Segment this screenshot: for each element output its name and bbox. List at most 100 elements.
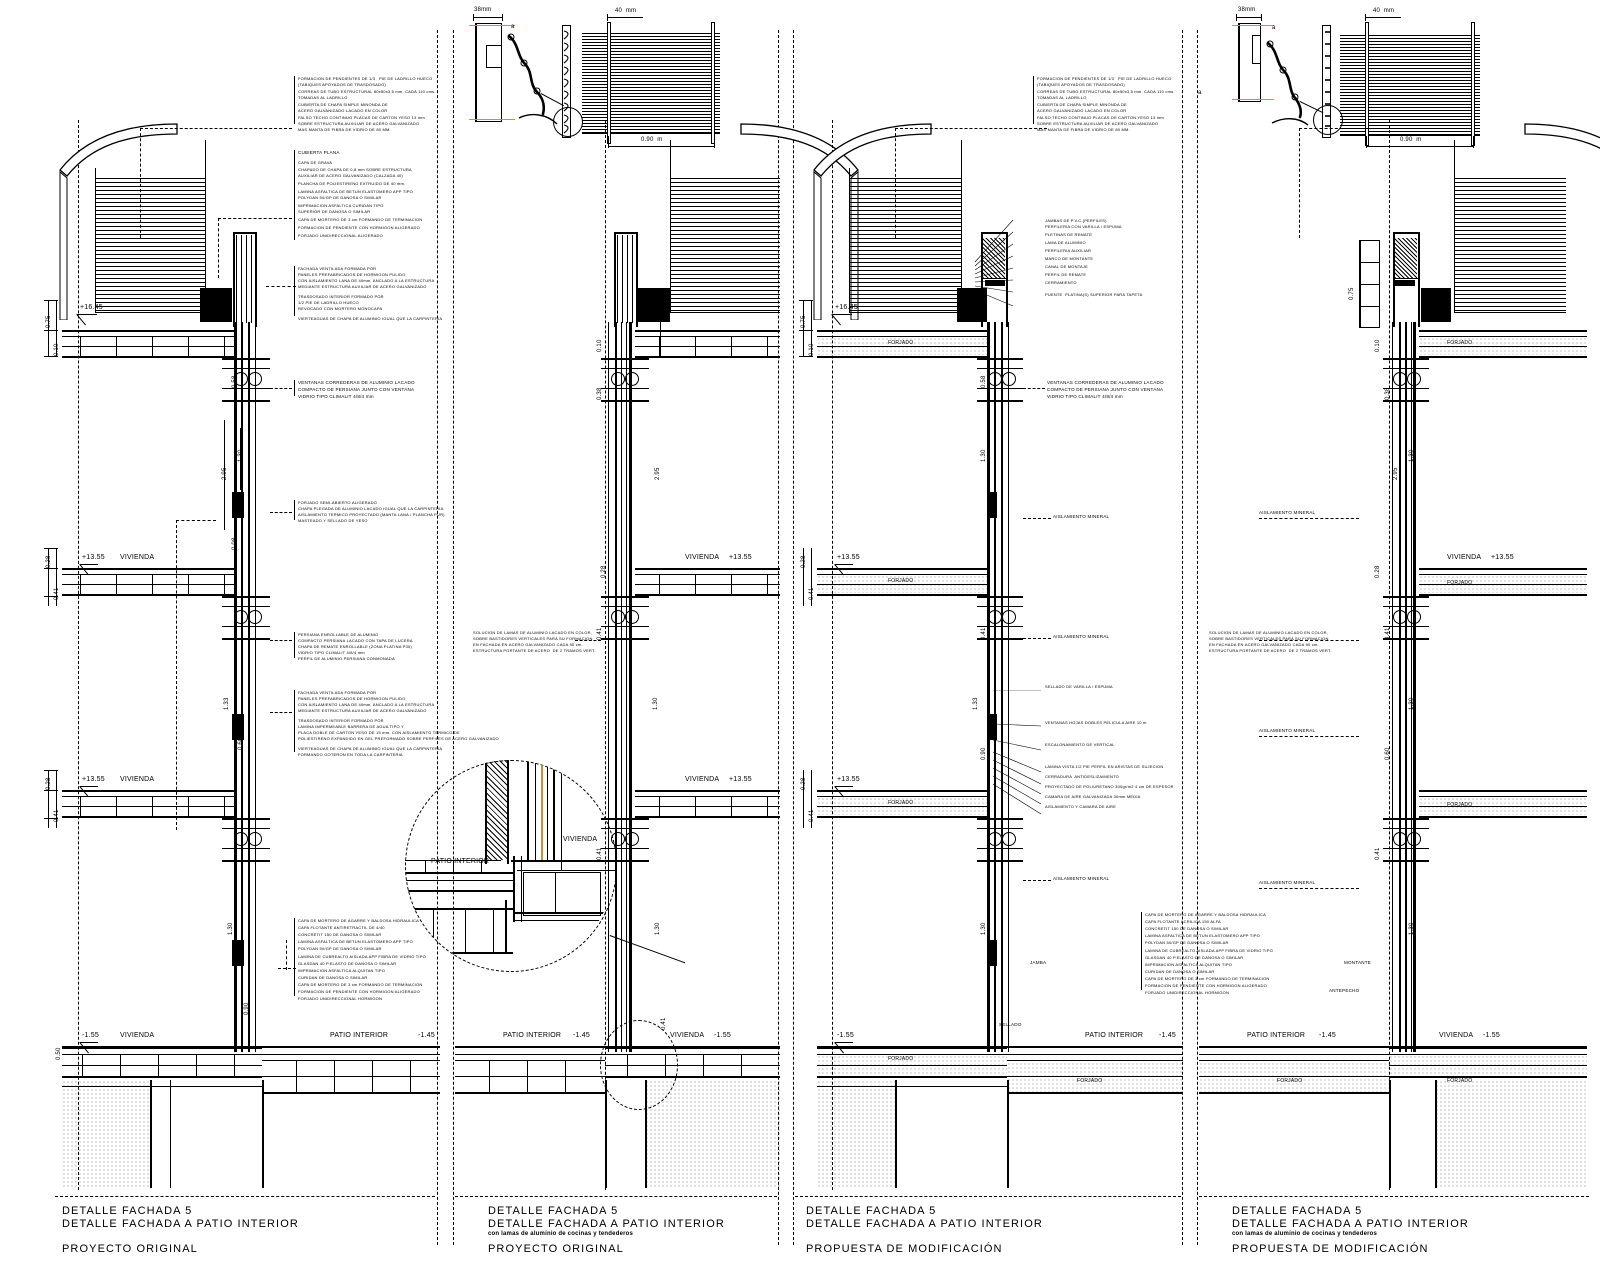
note-line: POLYDAN 50/GP DE DANOSA O SIMILAR — [298, 195, 382, 200]
panel-divider — [453, 30, 454, 1245]
window-assembly — [601, 818, 649, 862]
dimension-value: 0.75 — [1349, 287, 1355, 300]
ground-slab — [817, 1046, 1007, 1080]
note-line: 1/2 PIE DE LADRILLO HUECO — [298, 300, 359, 305]
dimension-value: 0.28 — [601, 565, 607, 578]
panel-title-line2: DETALLE FACHADA A PATIO INTERIOR — [806, 1218, 1043, 1230]
ground-slab — [1389, 1046, 1587, 1080]
dimension-value: 1.30 — [981, 449, 987, 462]
panel-divider — [1182, 30, 1183, 1245]
short-callout: FORJADO — [888, 1056, 914, 1062]
level-value: +13.55 — [82, 776, 105, 783]
note-line: POLYDAN 50/GP DE DANOSA O SIMILAR — [1145, 940, 1229, 945]
panel-status: PROYECTO ORIGINAL — [488, 1243, 624, 1255]
note-line: CORREAS DE TUBO ESTRUCTURAL 80x50x3,5 mm… — [298, 89, 436, 94]
dimension-value: 0.41 — [1375, 847, 1381, 860]
note-line: POLYDAN 50/GP DE DANOSA O SIMILAR — [298, 946, 382, 951]
note-line: SOLUCION DE LAMAS DE ALUMINIO LACADO EN … — [1209, 630, 1329, 635]
panel-title-line2: DETALLE FACHADA A PATIO INTERIOR — [488, 1218, 725, 1230]
note-line: CONCRETIT 150 DE DANOSA O SIMILAR — [1145, 926, 1229, 931]
note-leader — [270, 640, 292, 641]
note-line: LAMA DE ALUMINIO — [1045, 240, 1086, 245]
level-value: +13.55 — [1491, 554, 1514, 561]
note-leader — [270, 512, 292, 513]
note-line: ACERO GALVANIZADO LACADO EN COLOR — [298, 108, 388, 113]
panel-title-line2: DETALLE FACHADA A PATIO INTERIOR — [1232, 1218, 1469, 1230]
note-line: ACERO GALVANIZADO LACADO EN COLOR — [1037, 108, 1127, 113]
panel-divider — [778, 30, 779, 1245]
short-callout: FORJADO — [1447, 580, 1473, 586]
floor-slab — [817, 568, 989, 596]
grid-line — [832, 120, 833, 1190]
dimension-value: 1.30 — [1409, 449, 1415, 462]
room-label: VIVIENDA — [1439, 1032, 1474, 1039]
note-line: (TABIQUES APOYADOS DE TRASDOSADO) — [1037, 82, 1125, 87]
note-leader — [278, 968, 296, 969]
room-label: VIVIENDA — [563, 836, 598, 843]
note-line: LAMINA DE CUBREALTO AISLADA APP FIBRA DE… — [298, 954, 426, 959]
note-line: ESTRUCTURA PORTANTE DE ACERO DE 2 TRAMOS… — [1209, 648, 1332, 653]
note-line: PERFIL DE ALUMINIO PERSIANA CONMONADA — [298, 656, 395, 661]
short-callout: SELLADO — [999, 1022, 1022, 1027]
window-assembly — [1383, 818, 1429, 862]
dimension-value: 0.10 — [809, 343, 815, 356]
floor-slab — [817, 330, 989, 358]
note-line: TRASDOSADO INTERIOR FORMADO POR — [298, 718, 384, 723]
note-line: LAMINA DE CUBREALTO AISLADA APP FIBRA DE… — [1145, 948, 1273, 953]
floor-slab — [817, 790, 989, 818]
note-line: CURIDAN DE DANOSA O SIMILAR — [1145, 969, 1215, 974]
short-callout: FORJADO — [888, 578, 914, 584]
dimension-value: 1.33 — [224, 697, 230, 710]
dimension-value: 0.41 — [1385, 627, 1391, 640]
level-value: -1.55 — [837, 1032, 854, 1039]
window-assembly — [601, 596, 649, 640]
dimension-value: 0.41 — [54, 587, 60, 600]
note-line: VIDRIO TIPO CLIMALIT 4/8/4 mm — [298, 650, 365, 655]
note-line: CUBIERTA DE CHAPA SIMPLE MINONDA DE — [1037, 102, 1127, 107]
note-line: FORMACION DE PENDIENTES DE 1/3 PIE DE LA… — [1037, 76, 1172, 81]
dimension-value: 1.30 — [1409, 922, 1415, 935]
note-leader — [1299, 128, 1300, 238]
note-line: REVOCADO CON MORTERO MONOCAPA — [298, 306, 383, 311]
dimension-value: 0.50 — [56, 1047, 62, 1060]
floor-slab — [635, 790, 780, 818]
room-label: PATIO INTERIOR — [330, 1032, 389, 1039]
level-value: +13.55 — [837, 554, 860, 561]
note-line: EN FACHADA EN ACERO GALVANIZADO CADA 90 … — [473, 642, 583, 647]
note-leader — [1023, 388, 1045, 389]
room-label: PATIO INTERIOR — [1085, 1032, 1144, 1039]
note-line: MAS MANTA DE FIBRA DE VIDRIO DE 80 MM. — [298, 127, 391, 132]
note-line: LAMINA ASFALTICA DE BETUN ELASTOMERO APP… — [298, 939, 413, 944]
dimension-value: 0.28 — [801, 555, 807, 568]
grid-line — [78, 120, 79, 1190]
facade-buildup — [603, 322, 643, 1052]
note-leader — [1299, 128, 1389, 129]
short-callout: FORJADO — [1077, 1078, 1103, 1084]
short-callout: FORJADO — [888, 340, 914, 346]
note-line: CAPA FLOTANTE ANTIRETRACTIL DE 4/40 — [298, 925, 385, 930]
note-line: COMPACTO DE PERSIANA JUNTO CON VENTANA — [1047, 387, 1164, 392]
note-line: LAMINA VISTA 1/2 PIE PERFIL EN ARISTAS D… — [1045, 764, 1164, 769]
dimension-value: 0.75 — [46, 315, 52, 328]
room-label: VIVIENDA — [120, 776, 155, 783]
note-line: SUPERIOR DE DANOSA O SIMILAR — [298, 209, 371, 214]
panel-bottom-rule — [795, 1196, 1181, 1197]
note-line: ESTRUCTURA PORTANTE DE ACERO DE 2 TRAMOS… — [473, 648, 596, 653]
note-leader — [1023, 880, 1051, 881]
note-line: CUBIERTA DE CHAPA SIMPLE MINONDA DE — [298, 102, 388, 107]
dimension-value: 0.20 — [608, 813, 614, 824]
note-line: FACHADA VENTILADA FORMADA POR — [298, 266, 377, 271]
room-label: VIVIENDA — [120, 554, 155, 561]
note-line: PERSIANA ENROLLABLE DE ALUMINIO — [298, 632, 379, 637]
dimension-value: 0.90 — [244, 1002, 250, 1015]
note-leader — [575, 640, 601, 641]
note-line: SOBRE BASTIDORES VERTICALES PARA SU FORM… — [1209, 636, 1329, 641]
window-assembly — [601, 358, 649, 402]
panel-bottom-rule — [1199, 1196, 1589, 1197]
note-leader — [895, 128, 1047, 129]
note-line: LAMINA ASFALTICA DE BETUN ELASTOMERO APP… — [298, 189, 413, 194]
level-value: +16.45 — [835, 304, 858, 311]
note-line: PANELES PREFABRICADOS DE HORMIGON PULIDO — [298, 696, 406, 701]
note-line: PERFILERIA AUXILIAR — [1045, 248, 1092, 253]
panel-bottom-rule — [455, 1196, 777, 1197]
